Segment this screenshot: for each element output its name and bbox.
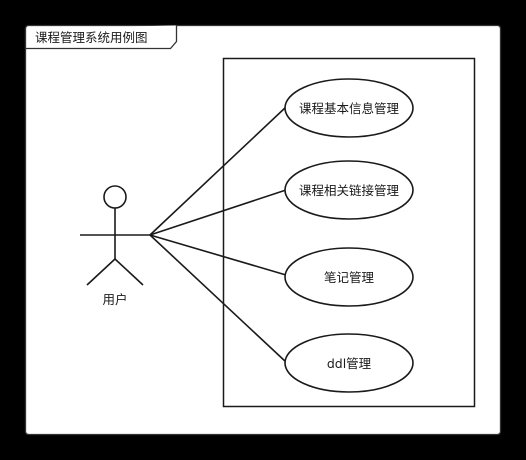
association-related-links — [149, 189, 287, 236]
actor-figure — [80, 185, 150, 286]
actor-right-leg — [114, 258, 144, 286]
use-case-ddl — [284, 333, 414, 393]
use-case-ddl-label: ddl管理 — [327, 356, 372, 371]
actor-label: 用户 — [102, 292, 127, 307]
diagram-frame — [24, 24, 502, 436]
association-notes — [149, 234, 287, 276]
associations — [149, 106, 287, 363]
use-case-related-links-label: 课程相关链接管理 — [299, 183, 400, 198]
diagram-title: 课程管理系统用例图 — [35, 30, 148, 45]
actor-head — [103, 185, 127, 209]
use-case-notes-label: 笔记管理 — [324, 270, 375, 285]
use-case-basic-info — [284, 78, 414, 138]
use-case-basic-info-label: 课程基本信息管理 — [299, 101, 400, 116]
actor-left-leg — [86, 258, 116, 286]
use-case-related-links — [284, 160, 414, 220]
use-case-notes — [284, 247, 414, 307]
system-boundary — [222, 57, 476, 408]
association-ddl — [149, 234, 287, 363]
diagram-title-tab — [24, 25, 178, 50]
association-basic-info — [149, 106, 287, 236]
